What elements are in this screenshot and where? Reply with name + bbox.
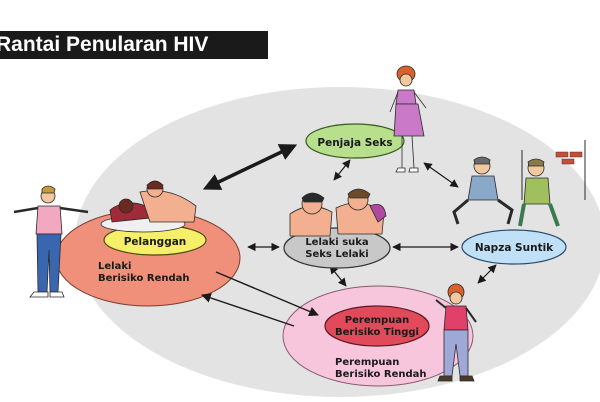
arrow-lsl-perempuan — [329, 265, 347, 287]
arrow-penjaja-lsl — [333, 159, 351, 181]
woman-pink-dress-icon — [389, 65, 427, 173]
arrow-pelanggan-penjaja — [202, 144, 298, 190]
lsl-label-line1: Lelaki suka — [305, 237, 368, 248]
penjaja-seks-node — [305, 123, 405, 159]
woman-standing-icon — [435, 283, 477, 382]
perempuan-tinggi-label-line2: Berisiko Tinggi — [335, 327, 419, 338]
couple-on-bed-icon — [100, 180, 197, 233]
man-standing-icon — [13, 185, 89, 298]
perempuan-tinggi-label-line1: Perempuan — [345, 315, 409, 326]
penjaja-seks-label: Penjaja Seks — [317, 137, 392, 149]
lelaki-rendah-label-line1: Lelaki — [98, 261, 131, 272]
napza-suntik-label: Napza Suntik — [475, 242, 554, 254]
two-men-sitting-icon — [452, 156, 560, 227]
pelanggan-label: Pelanggan — [124, 236, 187, 248]
perempuan-rendah-label-line1: Perempuan — [335, 357, 399, 368]
title-bar: Rantai Penularan HIV — [0, 31, 268, 59]
lsl-node — [283, 227, 391, 269]
brick-wall-icon — [521, 140, 586, 200]
lsl-label-line2: Seks Lelaki — [305, 249, 368, 260]
arrow-napza-perempuan — [477, 264, 497, 284]
perempuan-berisiko-tinggi-node — [324, 305, 430, 347]
arrow-perempuan-to-lelaki — [201, 293, 295, 327]
arrow-penjaja-napza — [423, 162, 459, 188]
perempuan-rendah-label-line2: Berisiko Rendah — [335, 369, 427, 380]
arrow-lelaki-to-perempuan — [215, 271, 319, 317]
diagram-title: Rantai Penularan HIV — [0, 33, 209, 56]
napza-suntik-node — [461, 229, 567, 265]
lelaki-rendah-label-line2: Berisiko Rendah — [98, 273, 190, 284]
two-men-embrace-icon — [289, 188, 387, 237]
